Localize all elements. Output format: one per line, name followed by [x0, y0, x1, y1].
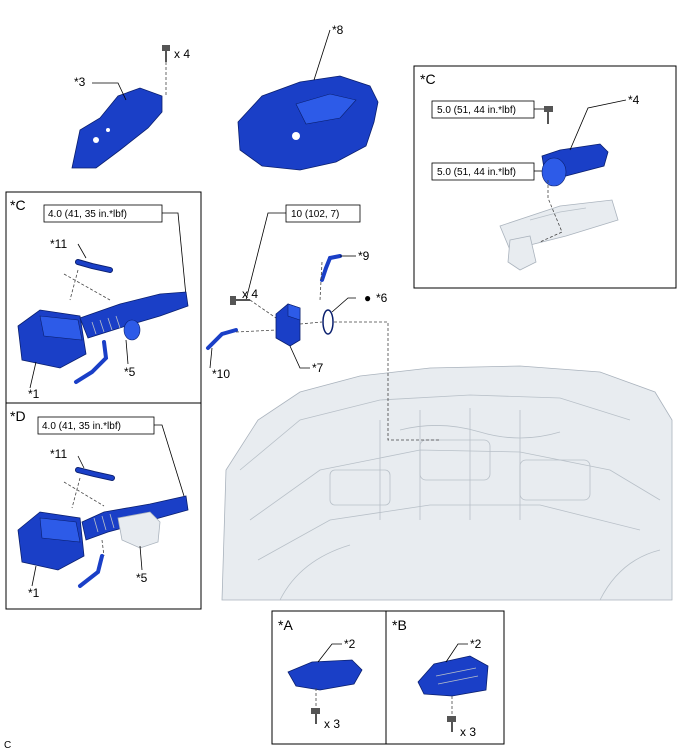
view-label-c-top: *C [420, 71, 436, 87]
part-4-hose-connector [541, 143, 609, 187]
label-part-10: *10 [212, 367, 230, 381]
torque-c-top-1: 5.0 (51, 44 in.*lbf) [437, 105, 516, 116]
bolt-icon [230, 296, 250, 305]
view-label-d: *D [10, 408, 26, 424]
bolt-icon [447, 716, 456, 732]
bolt-icon [311, 708, 320, 724]
bolt-icon [544, 106, 553, 124]
air-duct-illustration [499, 199, 619, 271]
torque-c-top-2: 5.0 (51, 44 in.*lbf) [437, 167, 516, 178]
part-1-air-cleaner [17, 511, 85, 571]
label-part-11-c: *11 [50, 237, 67, 251]
quantity-a: x 3 [324, 717, 340, 731]
view-c-top-box [413, 65, 677, 289]
view-b-box [385, 610, 505, 745]
view-label-b: *B [392, 617, 407, 633]
quantity-top: x 4 [174, 47, 190, 61]
part-1-air-cleaner [17, 309, 87, 369]
label-part-5-c: *5 [124, 365, 136, 379]
bolt-icon [162, 45, 170, 62]
label-part-3: *3 [74, 75, 86, 89]
view-label-a: *A [278, 617, 293, 633]
part-9-hose [320, 254, 342, 282]
label-part-2-b: *2 [470, 637, 482, 651]
label-part-4: *4 [628, 93, 640, 107]
part-10-hose [206, 328, 238, 350]
view-label-c-left: *C [10, 197, 26, 213]
label-part-1-c: *1 [28, 387, 40, 401]
engine-compartment-illustration [221, 365, 673, 601]
label-part-7: *7 [312, 361, 324, 375]
air-cleaner-hose [79, 291, 189, 341]
part-11-hose [75, 259, 113, 273]
label-part-9: *9 [358, 249, 370, 263]
quantity-b: x 3 [460, 725, 476, 739]
torque-center: 10 (102, 7) [291, 209, 339, 220]
label-part-6: *6 [376, 291, 388, 305]
bullet-mark: ● [364, 291, 371, 305]
label-part-11-d: *11 [50, 447, 67, 461]
label-part-1-d: *1 [28, 586, 40, 600]
resonator-illustration [117, 511, 161, 549]
part-6-gasket [322, 309, 334, 335]
part-3-cover [71, 87, 163, 169]
figure-code: C [4, 740, 11, 751]
part-5-hose [74, 340, 109, 384]
part-11-hose [75, 467, 115, 481]
torque-d: 4.0 (41, 35 in.*lbf) [42, 421, 121, 432]
view-d-box [5, 402, 202, 610]
part-8-engine-cover [237, 75, 379, 171]
part-2-under-cover-a [287, 659, 363, 691]
part-7-bracket [275, 303, 301, 347]
torque-c-left: 4.0 (41, 35 in.*lbf) [48, 209, 127, 220]
part-5-hose [78, 554, 104, 588]
label-part-8: *8 [332, 23, 344, 37]
label-part-5-d: *5 [136, 571, 148, 585]
part-2-under-cover-b [417, 655, 489, 697]
label-part-2-a: *2 [344, 637, 356, 651]
quantity-center: x 4 [242, 287, 258, 301]
